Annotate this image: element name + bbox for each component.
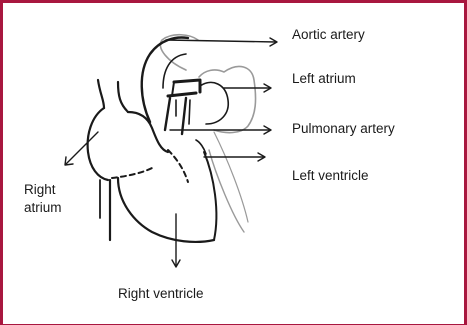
arrow-pulmonary-artery [170, 126, 271, 134]
label-right-atrium-line2: atrium [24, 199, 62, 216]
arrow-left-ventricle [204, 153, 265, 161]
heart-outer-shading [160, 35, 255, 232]
arrow-left-atrium [224, 84, 271, 92]
arrow-right-atrium [65, 132, 98, 165]
label-right-atrium-line1: Right [24, 181, 56, 198]
label-pulmonary-artery: Pulmonary artery [292, 120, 395, 137]
label-left-ventricle: Left ventricle [292, 167, 369, 184]
arrow-aortic-artery [166, 38, 277, 46]
label-aortic-artery: Aortic artery [292, 26, 365, 43]
label-left-atrium: Left atrium [292, 70, 356, 87]
label-right-ventricle: Right ventricle [118, 285, 204, 302]
heart-outline [88, 38, 229, 242]
